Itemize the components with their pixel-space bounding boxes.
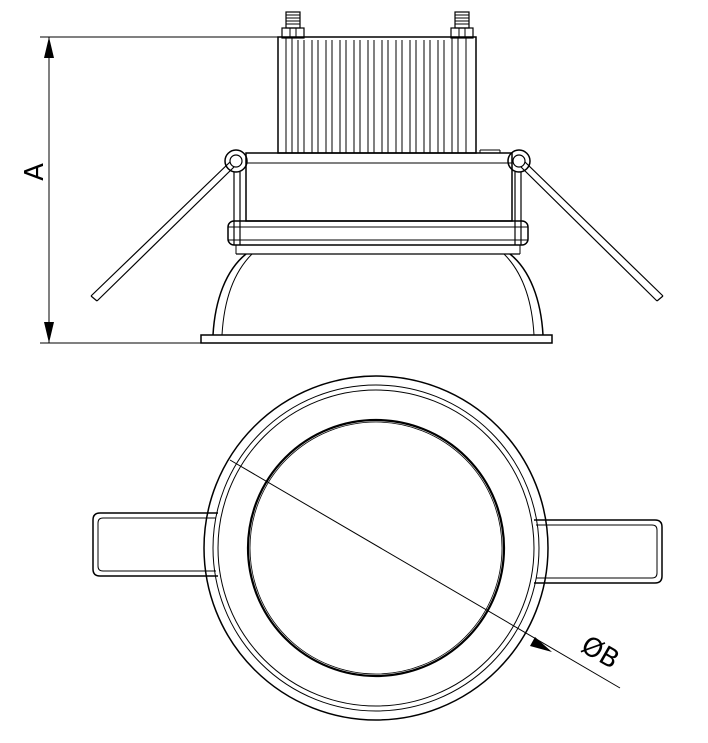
dimension-b-arrow: [530, 637, 552, 652]
bottom-flange: [200, 334, 553, 344]
heat-sink: [277, 36, 477, 154]
reflector: [212, 245, 544, 336]
reflector-outer-circle: [217, 389, 535, 707]
right-spring-arm: [520, 161, 664, 302]
reflector-opening-circle: [246, 418, 506, 678]
top-view: [92, 375, 663, 721]
reflector-opening-inner-circle: [249, 421, 503, 675]
housing-body: [245, 149, 513, 222]
dimension-a: A: [20, 36, 278, 344]
dimension-b-label: ØB: [576, 631, 624, 676]
outer-flange-circle: [203, 375, 549, 721]
dimension-a-arrow-bottom: [44, 322, 54, 343]
right-spring-hinge: [507, 149, 531, 245]
dimension-b: ØB: [229, 459, 624, 689]
dimension-a-arrow-top: [44, 37, 54, 58]
left-connector-post: [281, 11, 305, 39]
left-spring-tab: [92, 512, 218, 577]
right-connector-post: [450, 11, 474, 39]
side-view: [90, 11, 664, 344]
clamp-band: [227, 220, 529, 246]
right-spring-tab: [534, 519, 663, 584]
left-spring-arm: [90, 161, 235, 302]
dimension-a-label: A: [20, 163, 50, 181]
flange-inner-circle: [212, 384, 540, 712]
left-spring-hinge: [224, 149, 248, 245]
